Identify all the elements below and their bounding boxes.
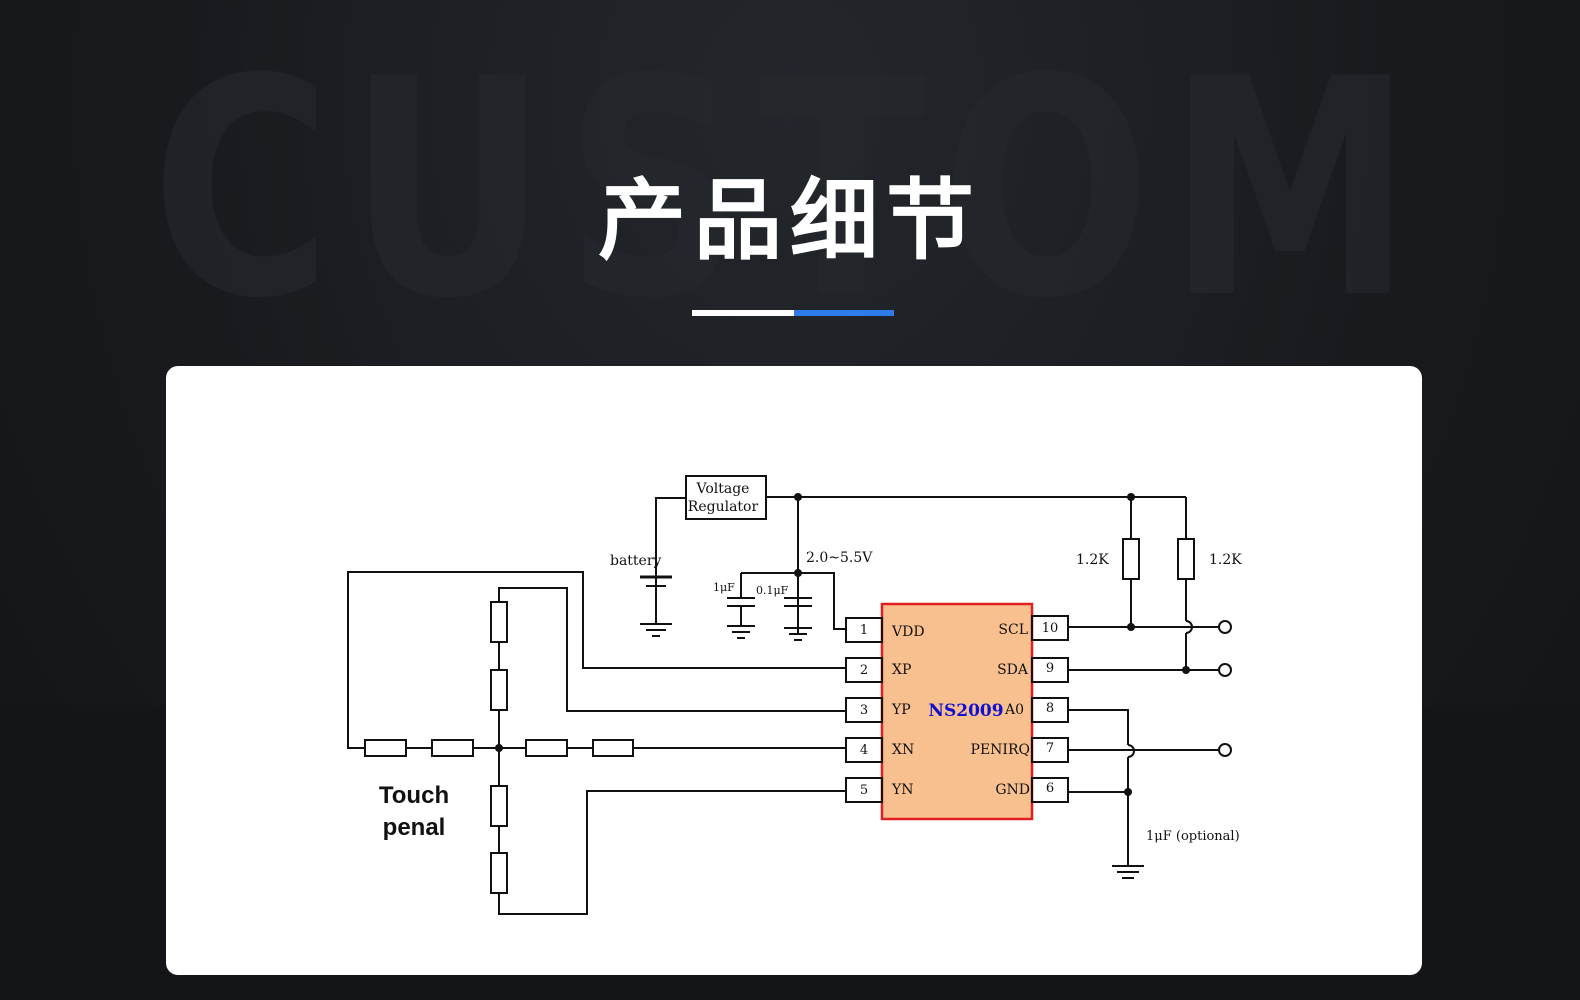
scl-terminal	[1218, 620, 1232, 634]
pin-box-7	[1031, 737, 1069, 763]
pin-label-a0: A0	[1004, 702, 1024, 718]
cap-01uf-label: 0.1μF	[756, 584, 789, 597]
cap-1uf-label: 1μF	[713, 581, 735, 594]
schematic-card: Voltage Regulator battery 2.0~5.5V 1μF 0…	[166, 366, 1422, 975]
title-underline-white	[692, 310, 794, 316]
panel-resistor-v1	[490, 601, 508, 643]
pin-num-2: 2	[860, 663, 868, 678]
pin-box-10	[1031, 615, 1069, 641]
chip-name: NS2009	[928, 701, 1003, 721]
pin-num-4: 4	[860, 743, 868, 758]
pin-label-yp: YP	[891, 702, 911, 718]
pin-label-xp: XP	[892, 662, 911, 678]
page-title: 产品细节	[597, 169, 982, 272]
pin-label-gnd: GND	[995, 782, 1030, 798]
panel-resistor-v3	[490, 785, 508, 827]
touch-panel-label-line1: Touch	[379, 782, 449, 809]
pin-box-8	[1031, 697, 1069, 723]
panel-resistor-h2	[431, 739, 474, 757]
junction-dots	[495, 493, 1190, 796]
resistor-r2	[1177, 538, 1195, 580]
pin-num-6: 6	[1046, 781, 1054, 796]
panel-resistor-v4	[490, 852, 508, 894]
panel-resistor-h1	[364, 739, 407, 757]
pin-num-8: 8	[1046, 701, 1054, 716]
pin-box-2	[845, 657, 883, 683]
pin-num-9: 9	[1046, 661, 1054, 676]
pin-box-9	[1031, 657, 1069, 683]
panel-resistor-v2	[490, 669, 508, 711]
regulator-label-line2: Regulator	[688, 499, 759, 515]
supply-voltage-label: 2.0~5.5V	[806, 550, 873, 566]
pin-label-scl: SCL	[998, 622, 1028, 638]
pin-num-3: 3	[860, 703, 868, 718]
touch-panel-label-line2: penal	[383, 814, 446, 841]
pin-num-1: 1	[860, 623, 868, 638]
panel-resistor-h4	[592, 739, 634, 757]
pin-label-sda: SDA	[997, 662, 1029, 678]
pin-label-yn: YN	[891, 782, 914, 798]
pin-label-vdd: VDD	[891, 624, 925, 640]
optional-cap-label: 1μF (optional)	[1146, 829, 1240, 844]
resistor-r1-label: 1.2K	[1076, 552, 1109, 568]
pin-box-1	[845, 617, 883, 643]
pin-label-xn: XN	[892, 742, 914, 758]
pin-num-7: 7	[1046, 741, 1054, 756]
pin-num-5: 5	[860, 783, 868, 798]
pin-box-4	[845, 737, 883, 763]
penirq-terminal	[1218, 743, 1232, 757]
title-underline	[692, 310, 894, 316]
title-underline-blue	[794, 310, 894, 316]
ns2009-circuit-diagram: Voltage Regulator battery 2.0~5.5V 1μF 0…	[347, 475, 1242, 915]
sda-terminal	[1218, 663, 1232, 677]
resistor-r1	[1122, 538, 1140, 580]
pin-box-6	[1031, 777, 1069, 803]
panel-resistor-h3	[525, 739, 568, 757]
pin-num-10: 10	[1042, 621, 1059, 636]
battery-label: battery	[610, 553, 662, 569]
resistor-r2-label: 1.2K	[1209, 552, 1242, 568]
pin-label-penirq: PENIRQ	[971, 742, 1030, 758]
regulator-label-line1: Voltage	[696, 481, 750, 497]
